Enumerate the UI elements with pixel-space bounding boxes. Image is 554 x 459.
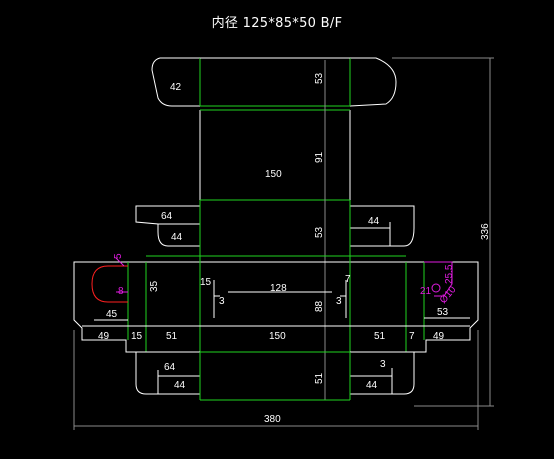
label-bottom-49-left: 49 <box>98 331 110 342</box>
label-lid-150: 150 <box>265 169 282 180</box>
left-hole-dim-5 <box>115 257 125 267</box>
label-total-336: 336 <box>480 223 491 240</box>
label-inner-3-right: 3 <box>336 296 342 307</box>
label-inner-15: 15 <box>200 277 212 288</box>
label-right-53: 53 <box>437 307 449 318</box>
right-notch-detail <box>424 261 453 297</box>
label-lower-tab-r44: 44 <box>366 380 378 391</box>
label-bottom-15: 15 <box>131 331 143 342</box>
label-upper-tab-44: 44 <box>171 232 183 243</box>
label-center-128: 128 <box>270 283 287 294</box>
label-right-21: 21 <box>420 286 432 297</box>
label-total-380: 380 <box>264 414 281 425</box>
label-small-5: 5 <box>113 253 124 259</box>
label-top-flap-42: 42 <box>170 82 182 93</box>
body-left-outline <box>73 261 146 353</box>
label-lid-91: 91 <box>314 151 325 163</box>
label-lower-tab-64: 64 <box>164 362 176 373</box>
label-lower-side-51: 51 <box>314 372 325 384</box>
label-left-hole-45: 45 <box>106 309 118 320</box>
label-upper-side-53: 53 <box>314 226 325 238</box>
label-lower-tab-44: 44 <box>174 380 186 391</box>
label-bottom-150: 150 <box>269 331 286 342</box>
top-flap-outline <box>151 57 200 107</box>
upper-tab-left-outline <box>135 205 200 247</box>
upper-tab-right-outline <box>350 205 415 247</box>
body-right-outline <box>406 261 479 353</box>
drawing-title: 内径 125*85*50 B/F <box>211 16 343 31</box>
label-lower-tab-3: 3 <box>380 359 386 370</box>
label-right-255: 25.5 <box>444 264 455 284</box>
left-handle-hole <box>91 265 128 303</box>
lower-tab-right-outline <box>350 351 415 395</box>
label-left-hole-35: 35 <box>149 280 160 292</box>
label-bottom-51-right: 51 <box>374 331 386 342</box>
label-bottom-51-left: 51 <box>166 331 178 342</box>
label-right-r10: Ø10 <box>438 284 459 306</box>
label-body-88: 88 <box>314 300 325 312</box>
label-inner-3-left: 3 <box>219 296 225 307</box>
right-hole-circle <box>431 283 441 293</box>
label-upper-tab-r44: 44 <box>368 216 380 227</box>
lower-tab-left-outline <box>135 351 200 395</box>
top-flap-right-outline <box>349 57 397 107</box>
label-bottom-7: 7 <box>409 331 415 342</box>
label-inner-7: 7 <box>345 274 351 285</box>
label-bottom-49-right: 49 <box>433 331 445 342</box>
label-top-flap-53: 53 <box>314 72 325 84</box>
label-upper-tab-64: 64 <box>161 211 173 222</box>
label-small-8: 8 <box>118 286 124 297</box>
